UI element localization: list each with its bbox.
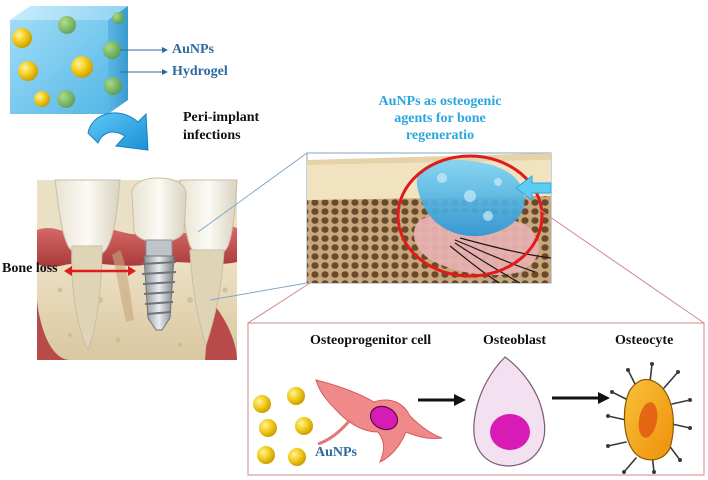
scaffold-title-line2: agents for bone bbox=[394, 110, 486, 126]
osteocyte-cell bbox=[606, 362, 692, 474]
peri-implant-label-line1: Peri-implant bbox=[183, 110, 260, 125]
hydrogel-cube bbox=[10, 6, 128, 114]
dental-implant-illustration bbox=[37, 177, 238, 360]
scaffold-title-line3: regeneratio bbox=[405, 127, 475, 143]
hydrogel-label: Hydrogel bbox=[172, 64, 228, 79]
aunps-cube-label: AuNPs bbox=[172, 42, 215, 57]
zoom-connector-lines bbox=[197, 152, 308, 301]
stage-osteoblast-label: Osteoblast bbox=[483, 333, 546, 348]
arrow-1-icon bbox=[418, 394, 466, 406]
peri-implant-label-line2: infections bbox=[183, 128, 241, 143]
osteoblast-cell bbox=[473, 356, 546, 467]
zoom-connector-lines-2 bbox=[247, 209, 705, 324]
bone-loss-indicator bbox=[64, 266, 136, 276]
stage-osteocyte-label: Osteocyte bbox=[615, 333, 674, 348]
bone-loss-label: Bone loss bbox=[2, 261, 58, 276]
green-particles-in-cube bbox=[57, 12, 124, 108]
differentiation-panel bbox=[247, 322, 705, 476]
stage-osteoprogenitor-label: Osteoprogenitor cell bbox=[310, 333, 432, 348]
bone-scaffold-zoom bbox=[306, 152, 552, 284]
highlight-circle bbox=[396, 154, 544, 278]
cube-pointer-lines bbox=[120, 47, 168, 75]
gold-nanoparticles-in-cube bbox=[12, 28, 93, 107]
osteoprogenitor-cell bbox=[315, 379, 443, 464]
scaffold-title-line1: AuNPs as osteogenic bbox=[378, 94, 502, 109]
gold-nanoparticles-cluster bbox=[253, 387, 313, 466]
curved-arrow-icon bbox=[87, 112, 149, 151]
scaffold-title: AuNPs as osteogenic agents for bone rege… bbox=[350, 94, 530, 144]
aunps-cluster-label: AuNPs bbox=[315, 445, 358, 460]
inward-arrow-icon bbox=[515, 175, 552, 201]
arrow-2-icon bbox=[552, 392, 610, 404]
